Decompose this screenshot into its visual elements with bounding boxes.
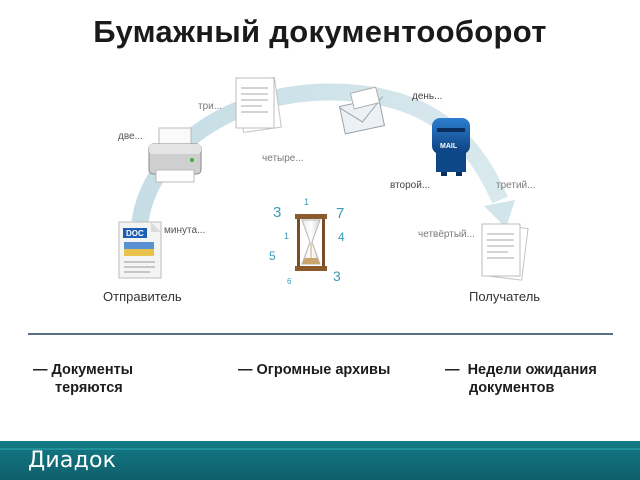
paper-stack-icon [235, 77, 282, 133]
problem-text: Документы [51, 362, 134, 378]
page-title: Бумажный документооборот [93, 14, 547, 49]
clock-number: 5 [269, 249, 276, 263]
label-day: день... [412, 91, 443, 102]
clock-number: 6 [287, 277, 292, 286]
clock-number: 1 [284, 231, 290, 241]
footer-stripe [0, 448, 640, 450]
printer-icon [148, 127, 202, 183]
label-third: третий... [496, 180, 536, 191]
problem-text: Недели ожидания [467, 362, 597, 378]
receiver-label: Получатель [469, 289, 541, 304]
clock-number: 4 [338, 230, 345, 244]
clock-number: 3 [333, 268, 341, 284]
doc-file-icon: DOC [118, 221, 162, 279]
problem-item: — Огромные архивы [238, 361, 390, 379]
label-fourth: четвёртый... [418, 229, 475, 240]
problem-item: — Документы теряются [33, 361, 133, 397]
mail-badge-text: MAIL [440, 143, 458, 150]
mailbox-icon: MAIL [432, 118, 470, 176]
problem-text-line2: теряются [55, 380, 123, 396]
clock-number: 3 [273, 204, 282, 221]
clock-number: 7 [336, 205, 345, 222]
receiver-papers-icon [481, 223, 529, 281]
footer-bar [0, 441, 640, 480]
flow-diagram: DOC MAIL [118, 77, 529, 281]
divider [28, 333, 613, 335]
hourglass-icon [295, 214, 327, 271]
dash: — [238, 362, 253, 378]
clock-number: 1 [304, 197, 310, 207]
problem-text: Огромные архивы [256, 362, 391, 378]
problem-item: — Недели ожидания документов [445, 361, 597, 397]
problem-text-line2: документов [469, 380, 555, 396]
label-minute: минута... [164, 225, 206, 236]
label-two: две... [118, 131, 143, 142]
brand-logo: Диадок [28, 448, 117, 473]
flow-arrow-head [484, 200, 515, 228]
label-three: три... [198, 101, 223, 112]
sender-label: Отправитель [103, 289, 182, 304]
dash: — [33, 362, 48, 378]
dash: — [445, 362, 460, 378]
label-four: четыре... [262, 153, 304, 164]
envelope-icon [338, 86, 386, 135]
label-second: второй... [390, 180, 431, 191]
doc-badge-text: DOC [126, 229, 144, 238]
